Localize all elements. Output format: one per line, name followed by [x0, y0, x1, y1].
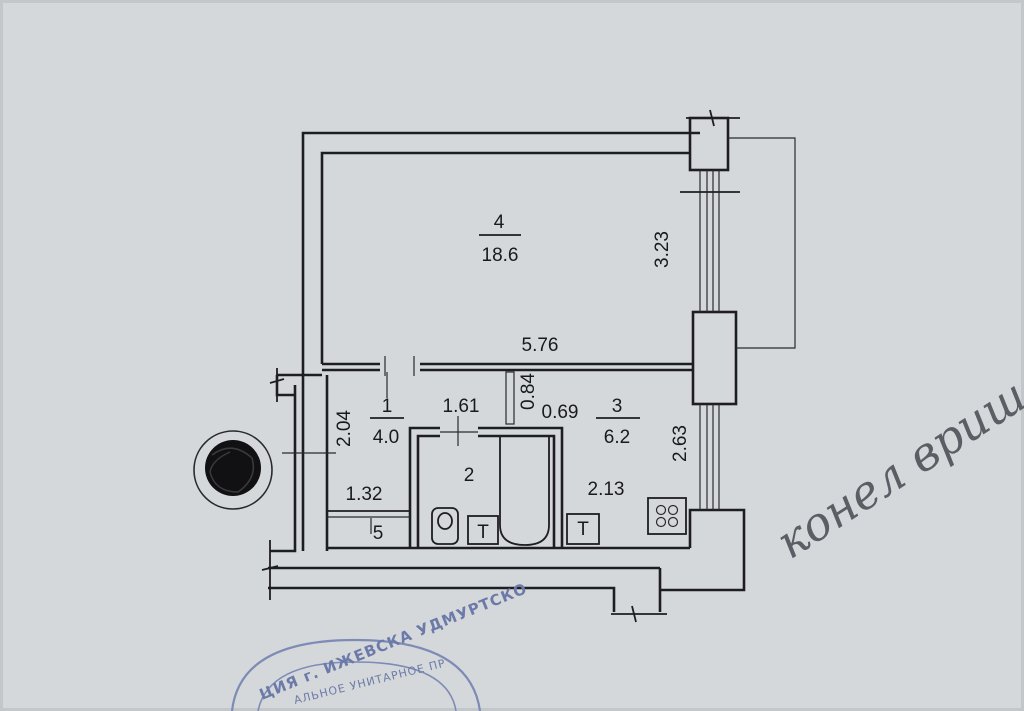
bathtub: [499, 436, 550, 546]
room-4-area: 18.6: [482, 245, 519, 266]
outer-walls: [261, 131, 746, 623]
toilet: [431, 507, 459, 545]
sink-fixture: [467, 515, 499, 545]
room-3-area: 6.2: [604, 427, 630, 448]
dim-hall-depth: 2.04: [334, 410, 355, 447]
dim-kitchen-depth: 2.63: [670, 425, 691, 462]
scribble-mark: [193, 430, 273, 510]
room-4: 4 18.6: [479, 212, 521, 266]
interior-walls: [322, 356, 693, 548]
room-1: 1 4.0: [370, 396, 404, 448]
room-2-number: 2: [464, 465, 475, 486]
kitchen-t-label: T: [577, 519, 589, 540]
dim-room4-width: 5.76: [522, 335, 559, 356]
room-5: 5: [373, 523, 384, 544]
room-1-number: 1: [382, 396, 393, 417]
stove-icon: [647, 497, 687, 535]
room-5-number: 5: [373, 523, 384, 544]
room-2: 2: [464, 465, 475, 486]
dim-kitchen-offset: 0.69: [542, 402, 579, 423]
room-1-area: 4.0: [373, 427, 399, 448]
kitchen-fixture: [566, 513, 600, 545]
right-wall: [680, 109, 796, 510]
toilet-t-label: T: [477, 522, 489, 543]
dim-door-width: 0.84: [518, 373, 539, 410]
room-3: 3 6.2: [596, 396, 640, 448]
room-4-number: 4: [494, 212, 505, 233]
room-3-number: 3: [612, 396, 623, 417]
dim-room4-depth: 3.23: [652, 231, 673, 268]
dim-kitchen-width: 2.13: [588, 479, 625, 500]
dim-closet-width: 1.32: [346, 484, 383, 505]
dimension-lines: [282, 372, 459, 534]
dim-hall-width: 1.61: [443, 396, 480, 417]
